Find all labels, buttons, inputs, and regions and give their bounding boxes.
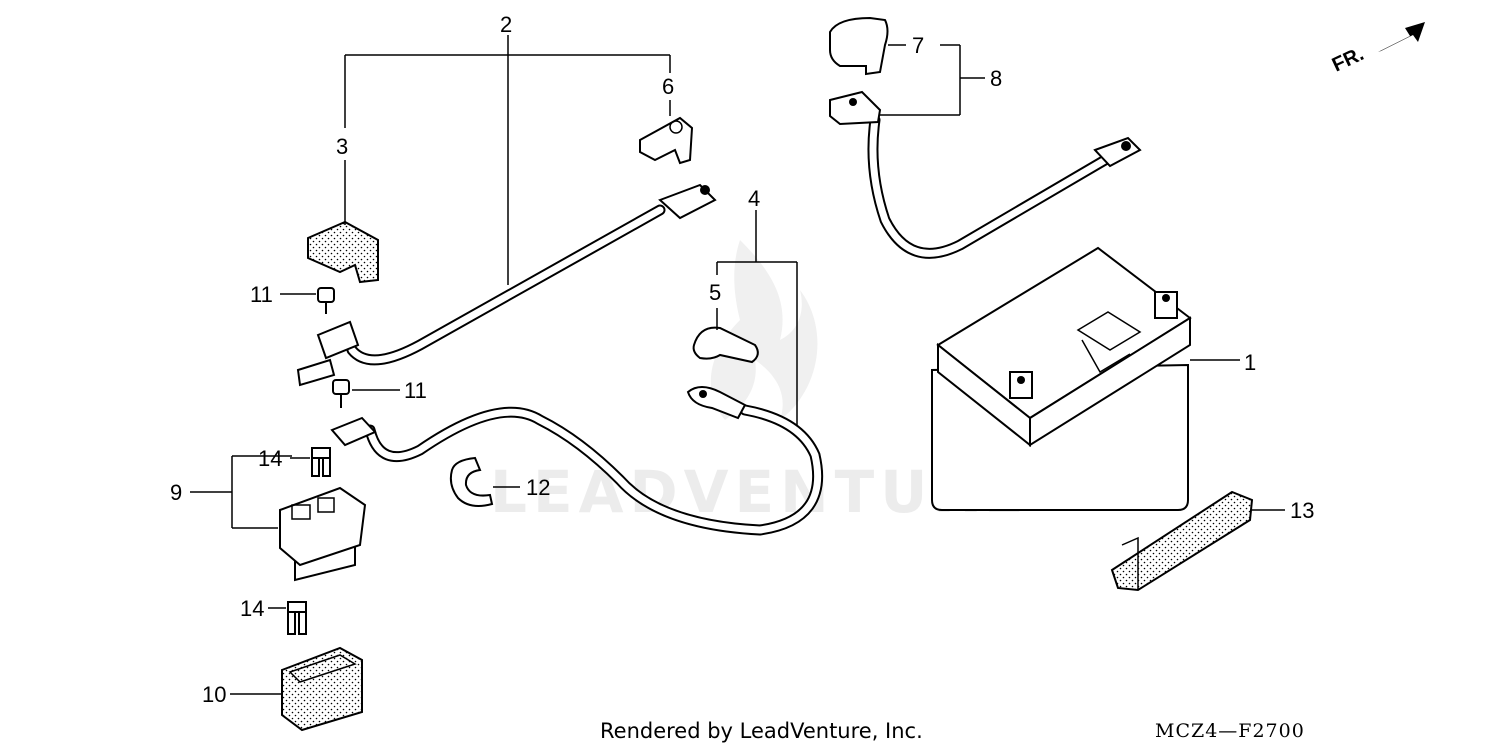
battery: 1 [931, 246, 1256, 511]
relay-cable-cover: 7 [829, 16, 924, 76]
battery-terminal-negative [1009, 371, 1033, 399]
terminal-bolt-upper: 11 [250, 282, 335, 314]
negative-terminal-cover: 5 [692, 280, 759, 364]
callout-4: 4 [748, 186, 760, 211]
callout-1: 1 [1244, 350, 1256, 375]
callout-8: 8 [990, 66, 1002, 91]
callout-14-upper: 14 [258, 446, 282, 471]
battery-band: 13 [1110, 490, 1314, 592]
callout-7: 7 [912, 33, 924, 58]
front-label: FR. [1329, 43, 1367, 77]
battery-terminal-positive [1154, 291, 1178, 319]
callout-10: 10 [202, 682, 226, 707]
positive-terminal-cover: 3 [307, 134, 379, 284]
diagram-code: MCZ4—F2700 [1155, 720, 1305, 742]
callout-6: 6 [662, 74, 674, 99]
callout-14-lower: 14 [240, 596, 264, 621]
positive-battery-cable: 2 [296, 12, 717, 387]
terminal-boot: 6 [639, 74, 694, 165]
front-direction-indicator: FR. [1329, 22, 1425, 77]
callout-11-lower: 11 [404, 378, 427, 403]
callout-3: 3 [336, 134, 348, 159]
footer-credit: Rendered by LeadVenture, Inc. [600, 719, 923, 743]
cable-band: 12 [449, 456, 550, 507]
callout-9: 9 [170, 480, 182, 505]
callout-2: 2 [500, 12, 512, 37]
fuse-upper: 14 [258, 446, 331, 477]
callout-12: 12 [526, 475, 550, 500]
terminal-bolt-lower: 11 [332, 378, 427, 408]
negative-battery-cable: 4 [330, 186, 824, 536]
callout-13: 13 [1290, 498, 1314, 523]
fuse-lower: 14 [240, 596, 307, 635]
callout-5: 5 [709, 280, 721, 305]
fuse-box-cover: 10 [202, 646, 363, 732]
callout-11-upper: 11 [250, 282, 273, 307]
starter-relay: 9 [170, 455, 367, 582]
starter-relay-cable: 8 [829, 44, 1142, 259]
